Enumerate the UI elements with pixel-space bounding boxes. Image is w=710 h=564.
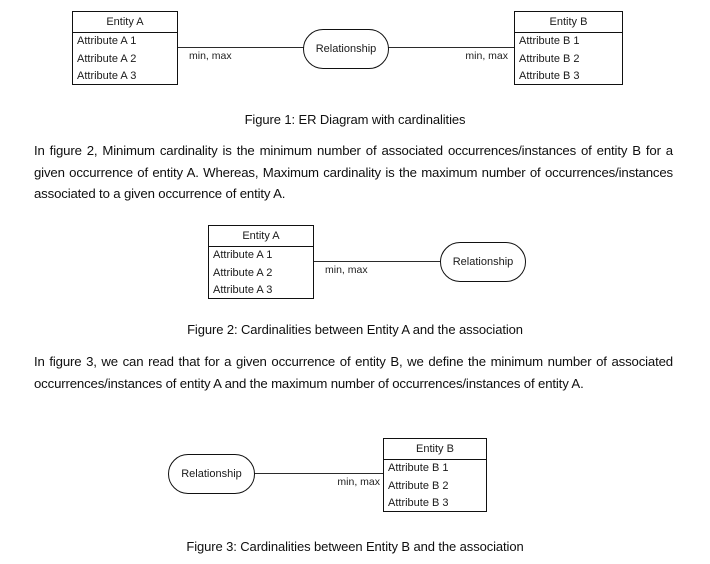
cardinality-label-right: min, max [465, 50, 508, 62]
entity-a-attribute-1-figure-2: Attribute A 1 [213, 249, 273, 261]
entity-box-a: Entity A Attribute A 1 Attribute A 2 Att… [72, 11, 178, 85]
entity-a-attribute-2-figure-2: Attribute A 2 [213, 266, 273, 279]
entity-box-a-figure-2: Entity A Attribute A 1 Attribute A 2 Att… [208, 225, 314, 299]
entity-a-attribute-3: Attribute A 3 [77, 70, 137, 83]
connector-entity-a-to-relationship [178, 47, 304, 49]
entity-b-attribute-1: Attribute B 1 [519, 35, 580, 47]
figure-1-caption: Figure 1: ER Diagram with cardinalities [244, 112, 466, 127]
relationship-label: Relationship [315, 43, 377, 55]
entity-a-title: Entity A [73, 12, 177, 33]
entity-a-attribute-2: Attribute A 2 [77, 52, 137, 65]
entity-b-attribute-2: Attribute B 2 [519, 52, 580, 65]
entity-b-attribute-1-figure-3: Attribute B 1 [388, 462, 449, 474]
relationship-shape-figure-3: Relationship [168, 454, 255, 494]
connector-figure-2 [314, 261, 441, 263]
entity-b-title-figure-3: Entity B [384, 439, 486, 460]
cardinality-label-left: min, max [189, 50, 232, 62]
figure-3-caption: Figure 3: Cardinalities between Entity B… [186, 539, 524, 554]
paragraph-1: In figure 2, Minimum cardinality is the … [34, 143, 673, 201]
relationship-shape-figure-2: Relationship [440, 242, 526, 282]
entity-box-b-figure-3: Entity B Attribute B 1 Attribute B 2 Att… [383, 438, 487, 512]
figure-2-caption: Figure 2: Cardinalities between Entity A… [187, 322, 523, 337]
entity-b-attribute-2-figure-3: Attribute B 2 [388, 479, 449, 492]
figure-1-diagram: Entity A Attribute A 1 Attribute A 2 Att… [0, 0, 710, 100]
relationship-shape-figure-1: Relationship [303, 29, 389, 69]
connector-relationship-to-entity-b [388, 47, 515, 49]
cardinality-label-figure-3: min, max [337, 476, 380, 488]
connector-figure-3 [254, 473, 384, 475]
entity-box-b: Entity B Attribute B 1 Attribute B 2 Att… [514, 11, 623, 85]
entity-b-attribute-3: Attribute B 3 [519, 70, 580, 83]
entity-b-title: Entity B [515, 12, 622, 33]
cardinality-label-figure-2: min, max [325, 264, 368, 276]
entity-a-attribute-1: Attribute A 1 [77, 35, 137, 47]
paragraph-2: In figure 3, we can read that for a give… [34, 354, 673, 391]
relationship-label-figure-3: Relationship [181, 468, 242, 480]
entity-b-attribute-3-figure-3: Attribute B 3 [388, 497, 449, 510]
entity-a-attribute-3-figure-2: Attribute A 3 [213, 284, 273, 297]
relationship-label-figure-2: Relationship [452, 256, 514, 268]
entity-a-title-figure-2: Entity A [209, 226, 313, 247]
